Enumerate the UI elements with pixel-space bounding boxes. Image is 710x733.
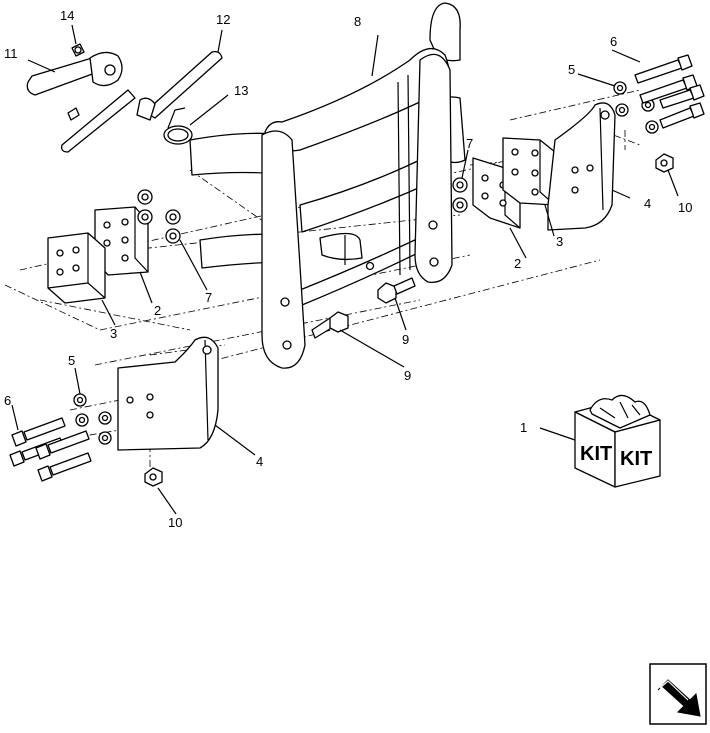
right-nut bbox=[655, 153, 674, 173]
callout-guard-frame: 8 bbox=[354, 14, 361, 29]
callout-lever: 11 bbox=[4, 46, 18, 61]
callout-bolt-left: 6 bbox=[4, 393, 11, 408]
callout-bolt-right: 6 bbox=[610, 34, 617, 49]
center-bolt-lower bbox=[311, 311, 349, 339]
callout-washer-left: 5 bbox=[68, 353, 75, 368]
callout-nut-small-left: 7 bbox=[205, 290, 212, 305]
left-spacer bbox=[94, 206, 149, 276]
left-nut bbox=[144, 467, 163, 487]
left-bolts bbox=[9, 417, 92, 482]
callout-pin: 14 bbox=[60, 8, 74, 23]
right-plate bbox=[547, 102, 616, 231]
right-block bbox=[502, 137, 556, 206]
right-washers bbox=[613, 81, 659, 134]
callout-nut-right: 10 bbox=[678, 200, 692, 215]
callout-kit: 1 bbox=[520, 420, 527, 435]
left-washers bbox=[73, 393, 112, 445]
kit-label-left: KIT bbox=[580, 443, 612, 465]
callout-bolt-center-upper: 9 bbox=[402, 332, 409, 347]
kit-label-right: KIT bbox=[620, 448, 652, 470]
right-nuts bbox=[452, 177, 468, 213]
callout-plate-right: 4 bbox=[644, 196, 651, 211]
callout-block-left: 3 bbox=[110, 326, 117, 341]
callout-washer-right: 5 bbox=[568, 62, 575, 77]
latch-assembly bbox=[26, 43, 223, 153]
callout-spacer-right: 2 bbox=[514, 256, 521, 271]
callout-rod: 12 bbox=[216, 12, 230, 27]
left-block bbox=[47, 232, 106, 304]
callout-clamp: 13 bbox=[234, 83, 248, 98]
kit-box: KIT KIT bbox=[574, 394, 661, 488]
next-page-arrow-icon[interactable] bbox=[649, 663, 707, 725]
right-bolts bbox=[634, 54, 705, 129]
guard-frame bbox=[189, 2, 466, 369]
left-nuts bbox=[137, 189, 181, 244]
callout-block-right: 3 bbox=[556, 234, 563, 249]
callout-bolt-center-lower: 9 bbox=[404, 368, 411, 383]
callout-labels: 1 2 2 3 3 4 4 5 5 6 6 7 7 8 9 9 10 10 11… bbox=[4, 8, 692, 530]
center-bolt-upper bbox=[377, 277, 416, 304]
leader-lines bbox=[11, 24, 679, 515]
callout-plate-left: 4 bbox=[256, 454, 263, 469]
callout-nut-left: 10 bbox=[168, 515, 182, 530]
callout-nut-small-right: 7 bbox=[466, 136, 473, 151]
left-plate bbox=[117, 336, 219, 451]
callout-spacer-left: 2 bbox=[154, 303, 161, 318]
